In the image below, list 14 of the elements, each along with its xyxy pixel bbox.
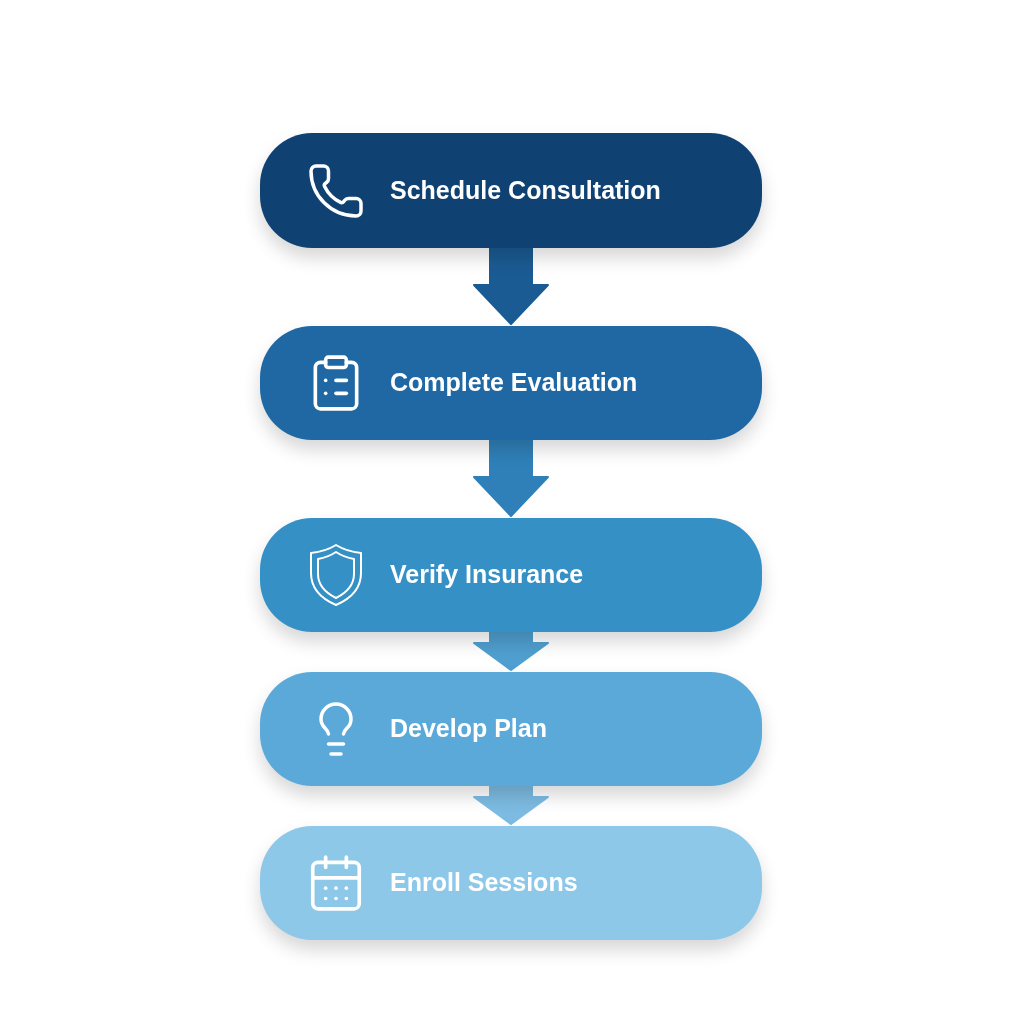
step-box xyxy=(260,826,762,940)
arrow xyxy=(473,632,549,672)
arrow xyxy=(473,440,549,518)
step-box xyxy=(260,672,762,786)
step-label: Develop Plan xyxy=(390,713,547,745)
step-label: Complete Evaluation xyxy=(390,367,638,399)
step-label: Verify Insurance xyxy=(390,559,584,591)
step-box xyxy=(260,518,762,632)
step-box xyxy=(260,133,762,248)
step-box xyxy=(260,326,762,440)
arrow xyxy=(473,786,549,826)
arrow xyxy=(473,248,549,326)
step-label: Schedule Consultation xyxy=(390,174,661,206)
step-label: Enroll Sessions xyxy=(390,867,578,899)
